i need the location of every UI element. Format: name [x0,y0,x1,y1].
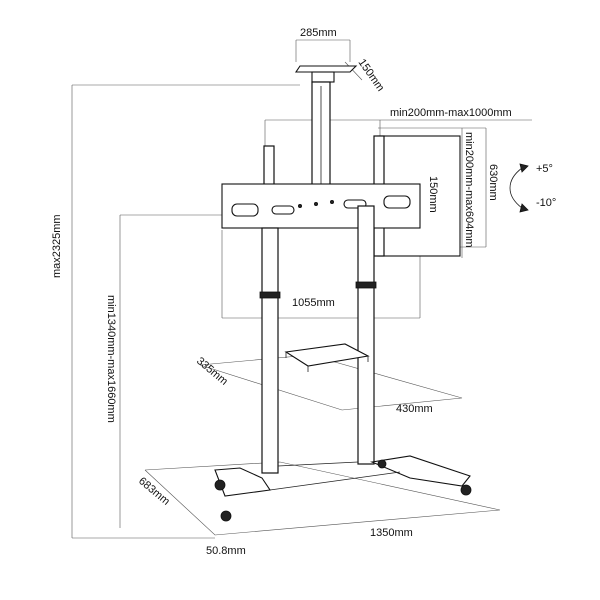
mounting-bracket [221,183,421,229]
label-top-width: 285mm [300,27,337,39]
base-frame [214,455,472,522]
label-tilt-down: -10° [536,197,556,209]
label-bracket-height: 630mm [487,164,499,201]
label-tilt-up: +5° [536,163,553,175]
top-cap [294,65,358,193]
label-shelf-depth: 335mm [194,355,230,388]
label-base-depth: 683mm [136,475,172,508]
caster-wheel-icon [460,484,472,496]
label-center-height: min1340mm-max1660mm [105,295,117,423]
label-vesa-width: min200mm-max1000mm [390,107,512,119]
label-base-width: 1350mm [370,527,413,539]
label-bracket-width: 1055mm [292,297,335,309]
label-shelf-width: 430mm [396,403,433,415]
label-total-height: max2325mm [51,214,63,278]
shelf [284,343,370,372]
caster-wheel-icon [220,510,232,522]
caster-wheel-icon [214,479,226,491]
label-arm-height: 150mm [427,176,439,213]
vertical-poles [259,205,377,474]
caster-wheel-icon [377,459,387,469]
tilt-arrow-icon [509,163,529,213]
label-vesa-height: min200mm-max604mm [463,132,475,248]
dimension-labels: 285mm 150mm min200mm-max1000mm min200mm-… [51,27,556,557]
label-top-depth: 150mm [356,57,387,94]
label-pole-diameter: 50.8mm [206,545,246,557]
